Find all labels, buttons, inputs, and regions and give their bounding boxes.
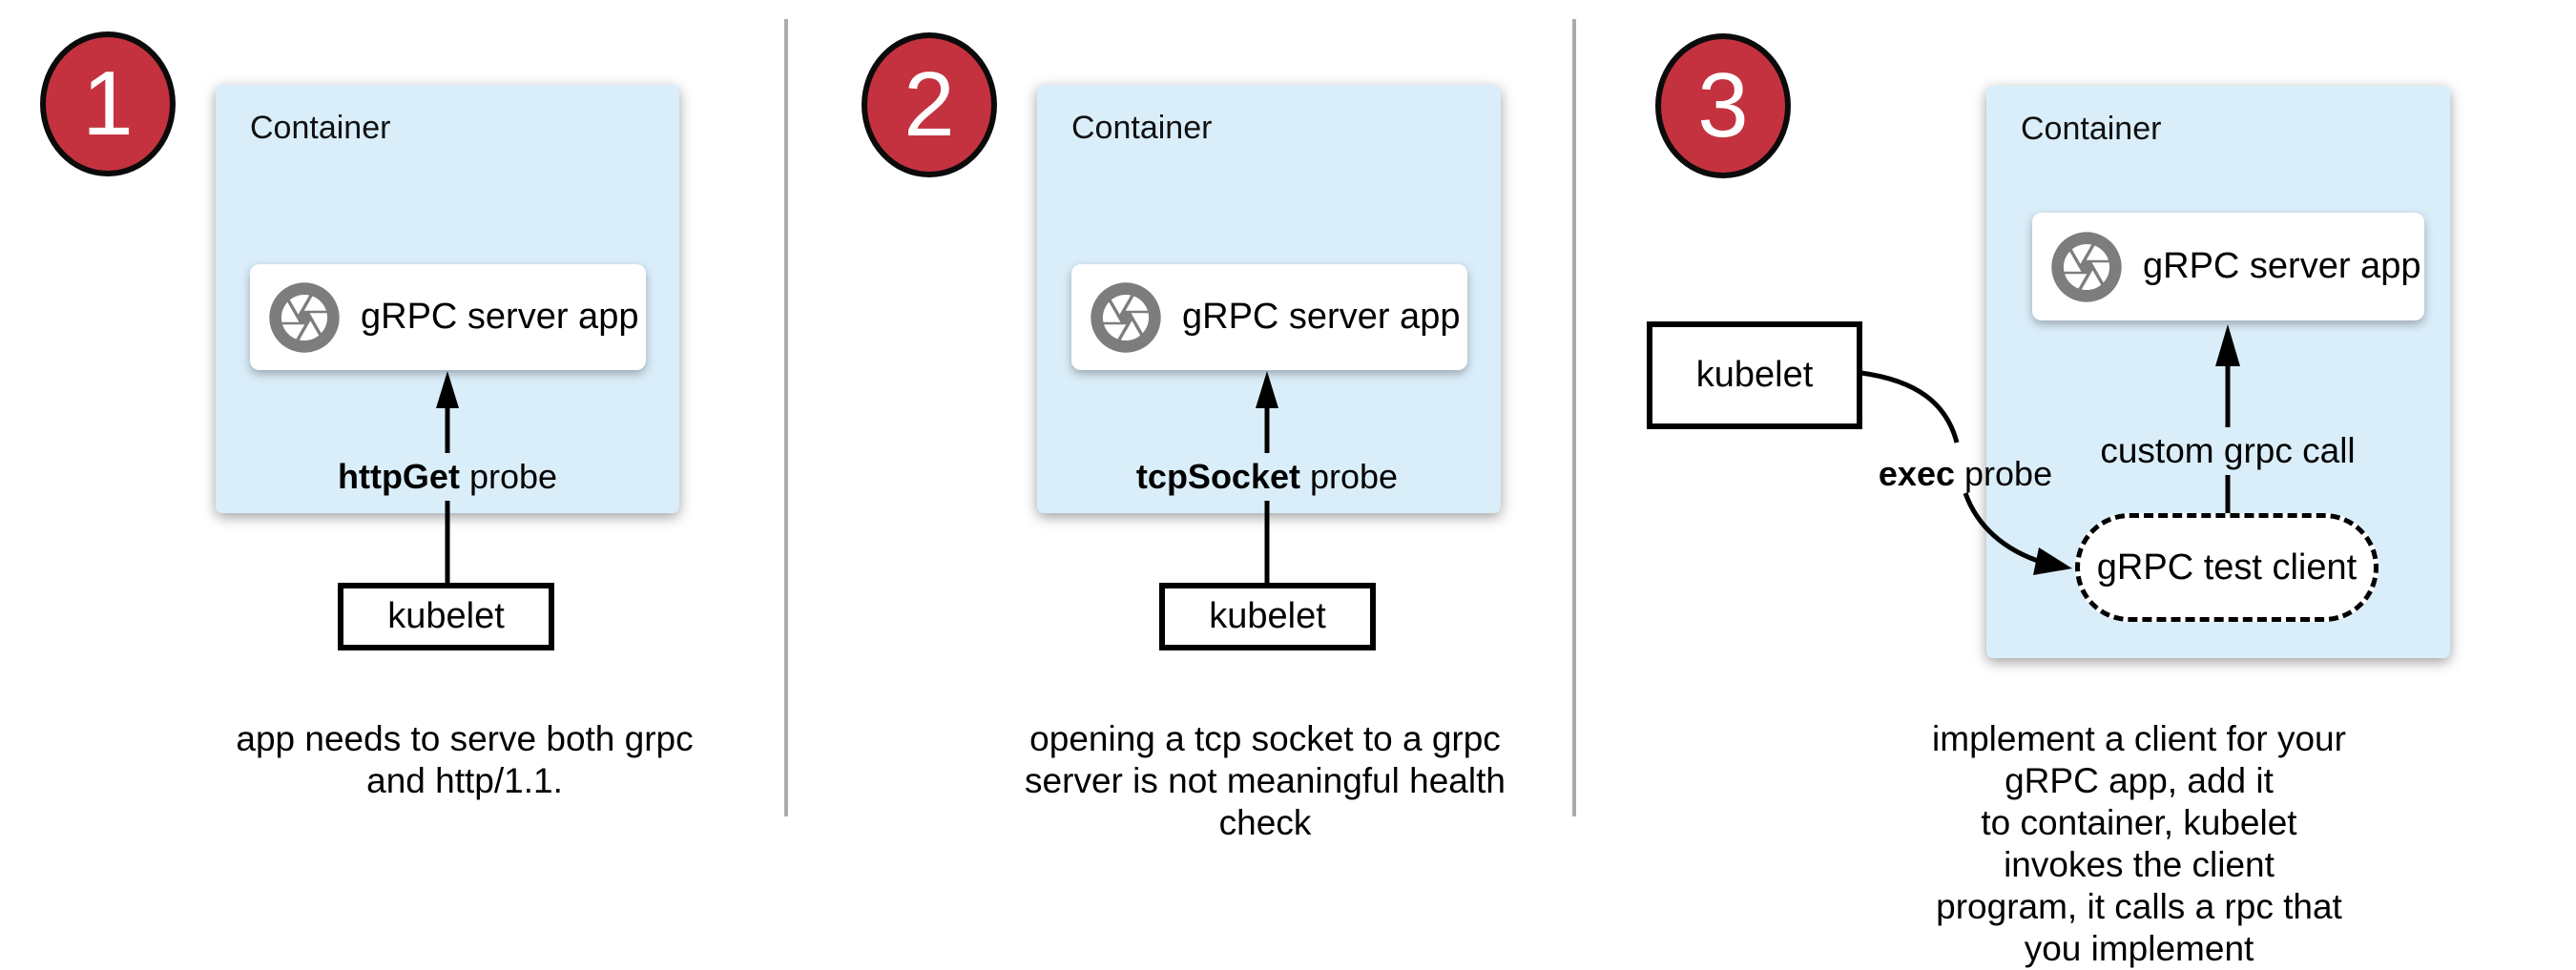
- step-number-2: 2: [904, 53, 955, 155]
- caption-2: opening a tcp socket to a grpc server is…: [1025, 719, 1506, 842]
- container-label-3: Container: [2021, 111, 2162, 147]
- probe-label-tcpsocket: tcpSocket probe: [1124, 453, 1410, 501]
- kubelet-label: kubelet: [387, 596, 505, 636]
- step-number-3: 3: [1697, 54, 1749, 156]
- probe-label-httpget: httpGet probe: [325, 453, 570, 501]
- kubelet-box-3: kubelet: [1647, 321, 1862, 429]
- step-badge-3: 3: [1655, 33, 1791, 178]
- probe-label-exec: exec probe: [1879, 454, 2052, 494]
- step-badge-1: 1: [40, 31, 176, 176]
- aperture-icon: [2051, 231, 2122, 302]
- diagram-canvas: 1 Container gRPC server app kubelet http…: [40, 19, 2450, 968]
- probe-label-bold: httpGet: [337, 457, 460, 496]
- probe-label-bold: exec: [1878, 454, 1956, 493]
- custom-grpc-call-label: custom grpc call: [2088, 427, 2367, 475]
- panel-divider-1: [784, 19, 788, 816]
- grpc-server-app-box-3: gRPC server app: [2032, 213, 2424, 320]
- container-label-1: Container: [250, 110, 391, 146]
- step-badge-2: 2: [862, 32, 997, 177]
- grpc-test-client-box: gRPC test client: [2075, 513, 2379, 622]
- kubelet-label: kubelet: [1695, 355, 1814, 395]
- kubelet-box-2: kubelet: [1159, 583, 1376, 650]
- panel-divider-2: [1572, 19, 1576, 816]
- kubelet-box-1: kubelet: [338, 583, 554, 650]
- step-number-1: 1: [82, 52, 134, 155]
- probe-label-rest: probe: [459, 457, 558, 496]
- aperture-icon: [269, 281, 340, 353]
- probe-label-rest: probe: [1299, 457, 1399, 496]
- container-label-2: Container: [1071, 110, 1213, 146]
- grpc-test-client-label: gRPC test client: [2096, 547, 2358, 588]
- caption-3: implement a client for your gRPC app, ad…: [1932, 719, 2346, 968]
- probe-label-bold: tcpSocket: [1135, 457, 1300, 496]
- kubelet-label: kubelet: [1209, 596, 1326, 636]
- caption-1: app needs to serve both grpc and http/1.…: [236, 719, 694, 800]
- grpc-server-app-label: gRPC server app: [2143, 246, 2421, 286]
- grpc-server-app-box-2: gRPC server app: [1071, 264, 1467, 370]
- grpc-server-app-label: gRPC server app: [361, 297, 639, 337]
- probe-label-rest: probe: [1955, 454, 2053, 493]
- grpc-server-app-box-1: gRPC server app: [250, 264, 646, 370]
- grpc-server-app-label: gRPC server app: [1182, 297, 1461, 337]
- aperture-icon: [1091, 281, 1161, 353]
